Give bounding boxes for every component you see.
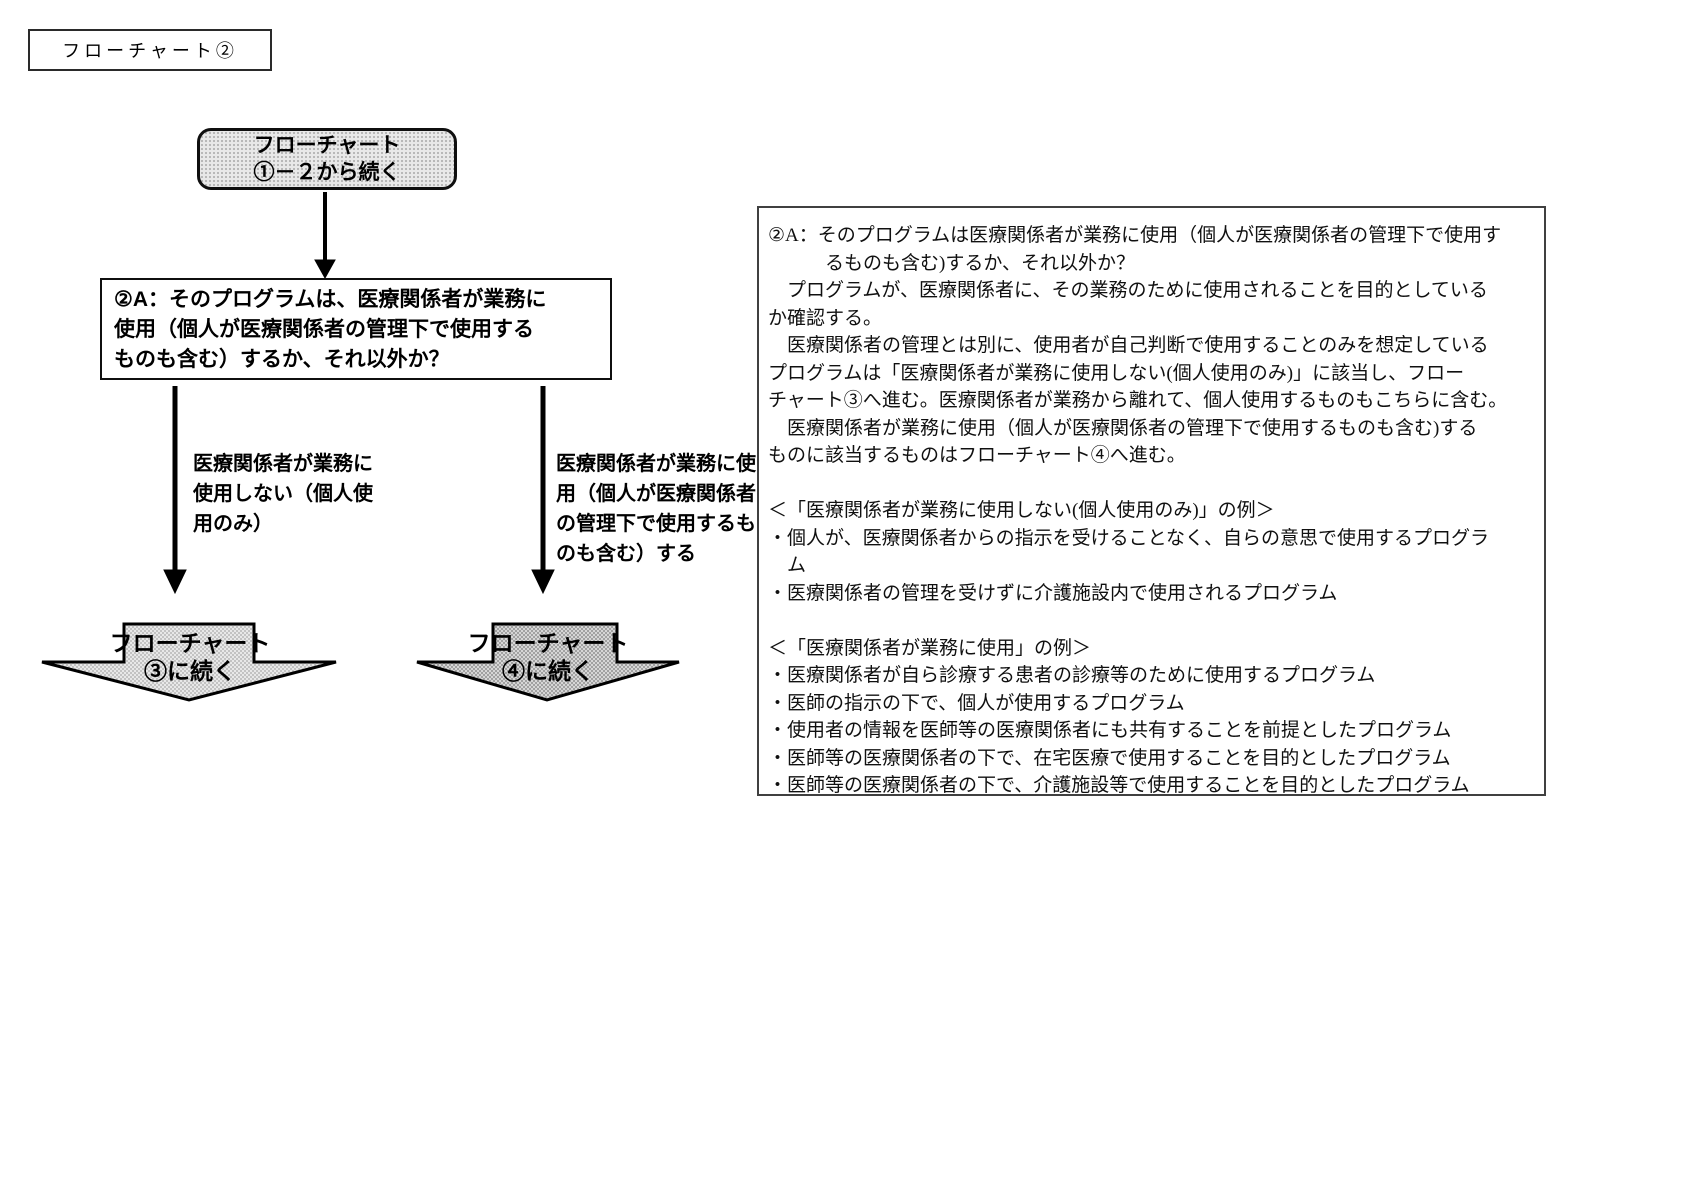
down-arrow-shape-icon <box>416 622 680 702</box>
connector-chart4-shape <box>416 622 680 702</box>
page-title-text: フローチャート② <box>62 41 238 61</box>
down-arrowhead-icon <box>163 569 187 595</box>
connector-chart3-shape <box>41 622 337 702</box>
down-arrowhead-icon <box>531 569 555 595</box>
down-arrowhead-icon <box>314 259 336 280</box>
page-title: フローチャート② <box>28 29 272 71</box>
branch-label-not-used-by-professionals: 医療関係者が業務に使用しない（個人使用のみ） <box>193 453 373 535</box>
question-node: ②A：そのプログラムは、医療関係者が業務に使用（個人が医療関係者の管理下で使用す… <box>100 278 612 380</box>
down-arrow-shape-icon <box>41 622 337 702</box>
explanation-panel: ②A：そのプログラムは医療関係者が業務に使用（個人が医療関係者の管理下で使用す … <box>757 206 1546 796</box>
branch-label-used-by-professionals: 医療関係者が業務に使用（個人が医療関係者の管理下で使用するものも含む）する <box>556 453 756 565</box>
flow-arrows <box>163 192 555 595</box>
